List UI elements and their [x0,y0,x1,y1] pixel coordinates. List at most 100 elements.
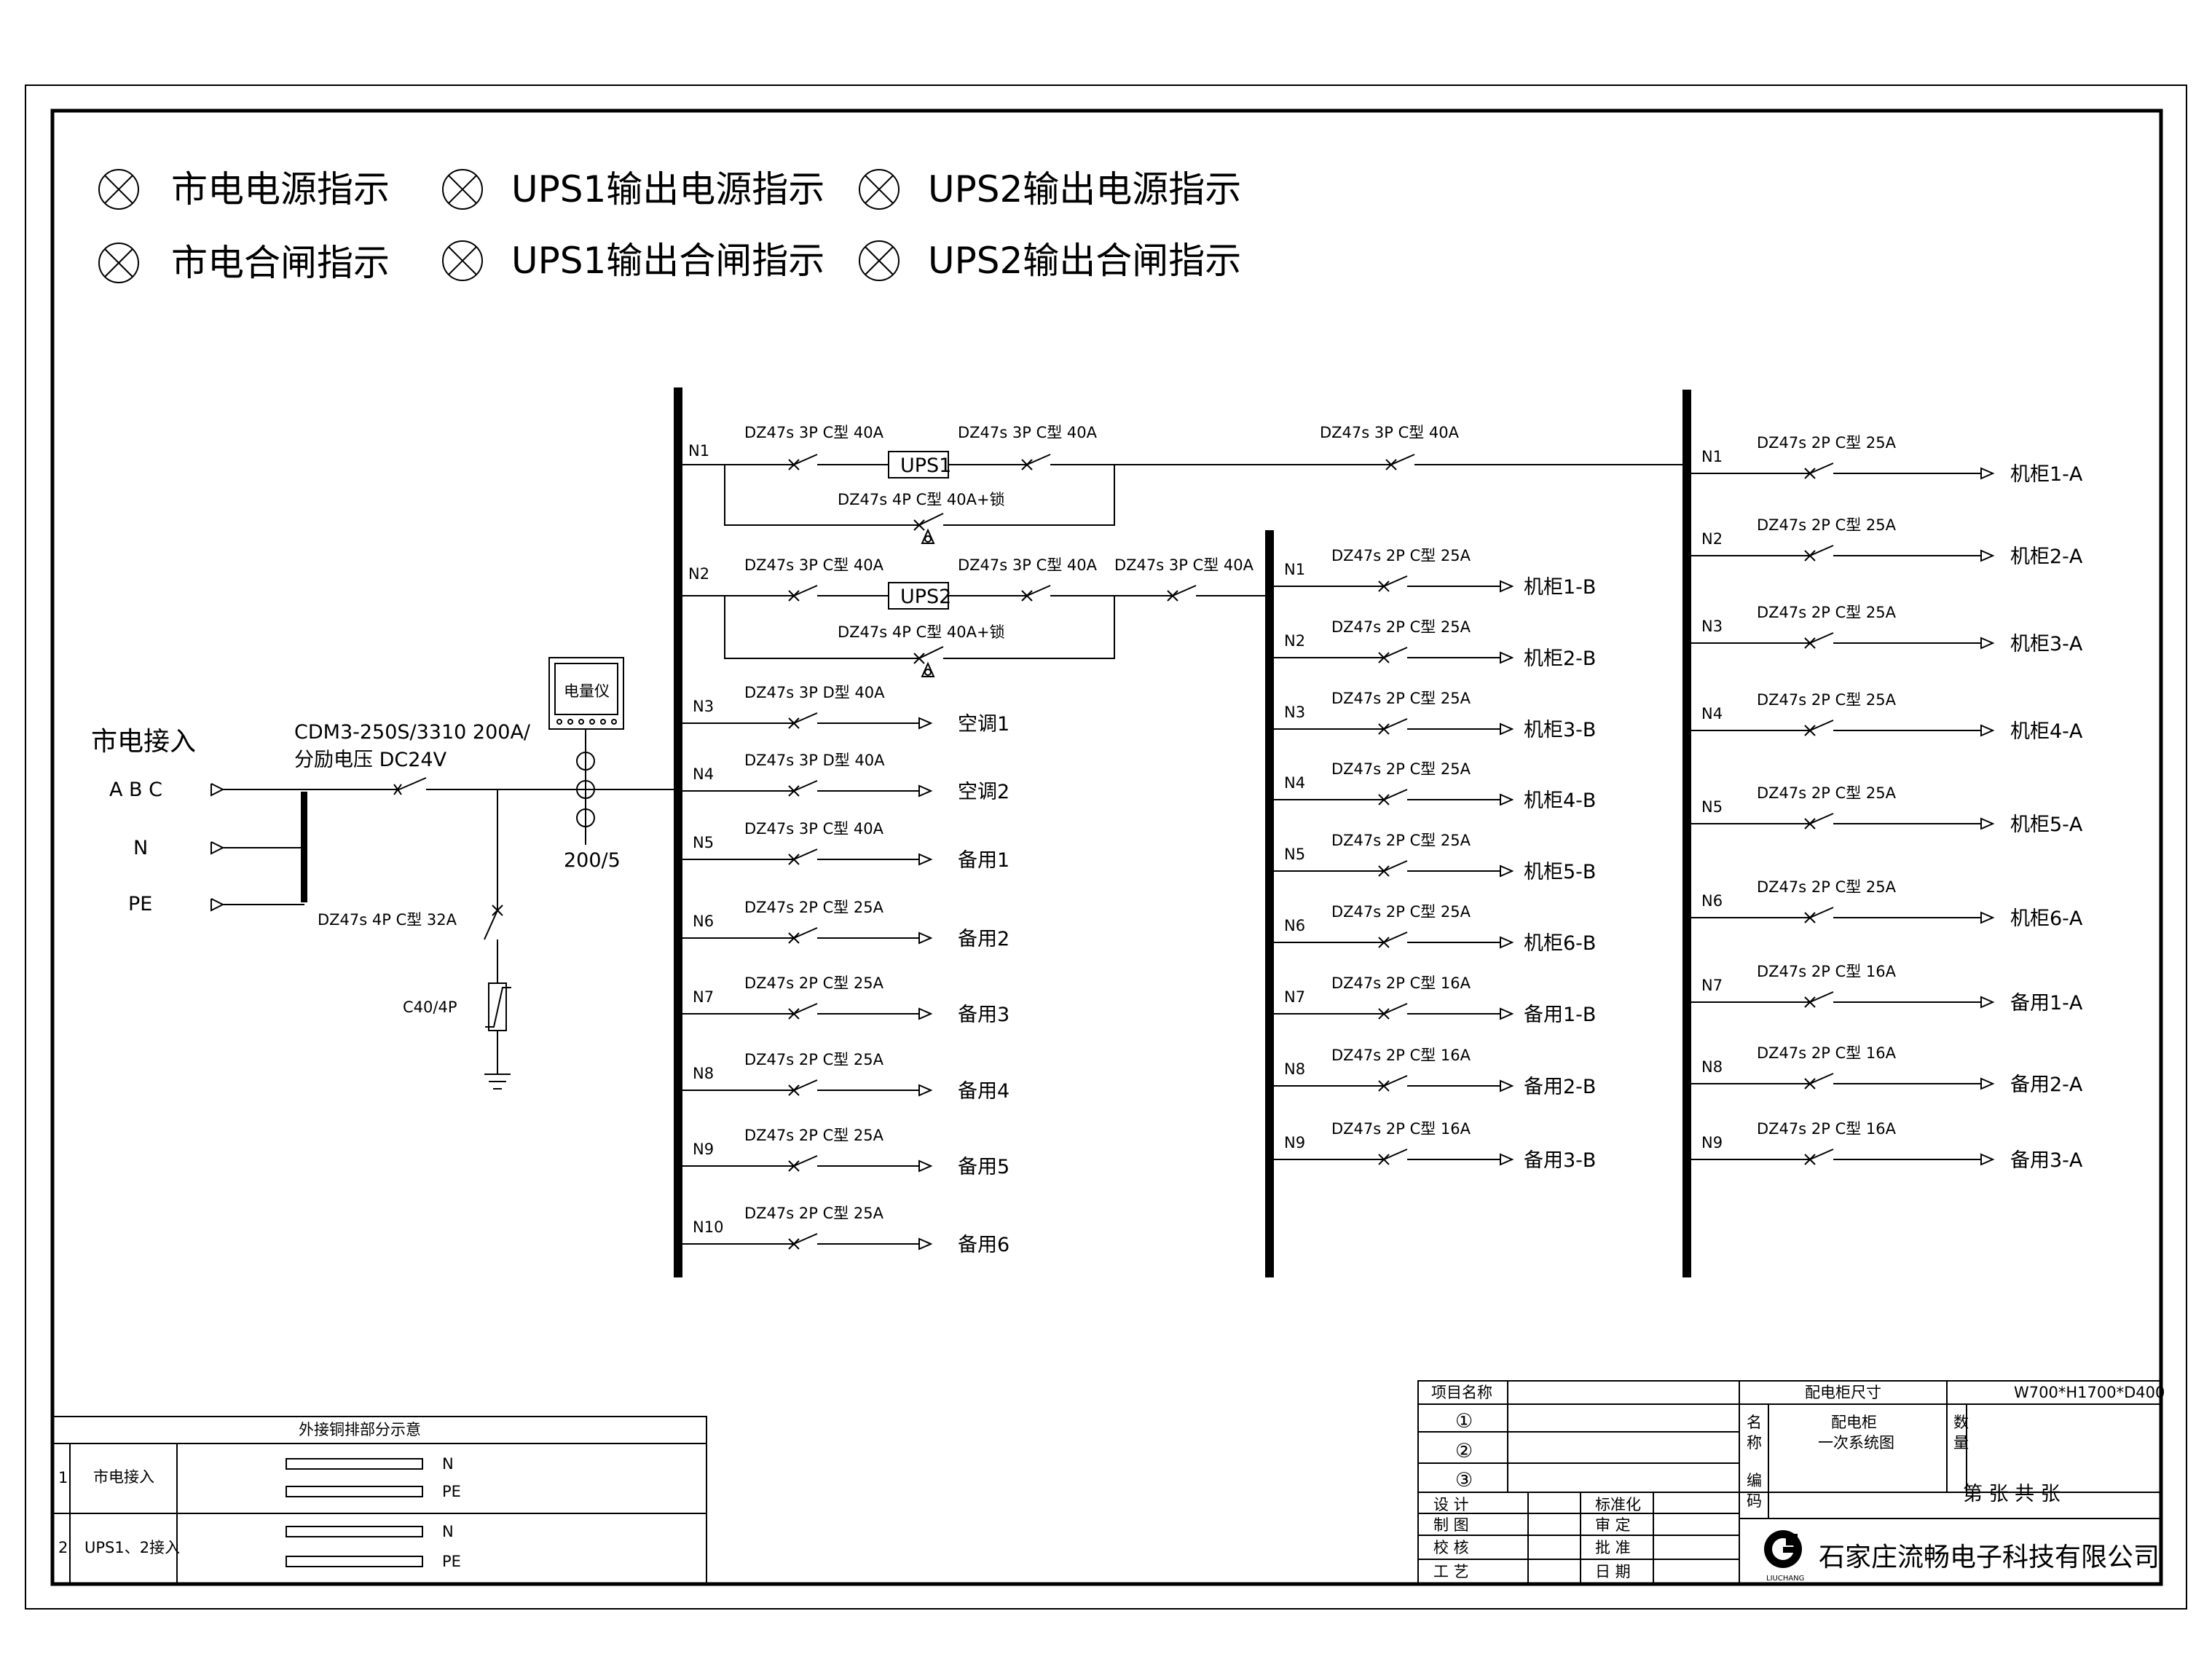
circuit-label: N8 [1701,1058,1723,1076]
row-index: 2 [58,1539,68,1556]
incoming-section: 市电接入 A B C N PE CDM3-250S/3310 200A/ 分励电… [91,657,677,1090]
circuit-label: N5 [693,834,714,851]
row-name: 市电接入 [93,1468,154,1486]
breaker-icon [788,1155,818,1172]
outlet-arrow-icon [1980,467,1995,480]
spd-label: C40/4P [403,998,457,1016]
copper-table-title: 外接铜排部分示意 [299,1421,421,1438]
role-label: 工 艺 [1433,1563,1469,1580]
indicator-lamp-icon [98,169,139,210]
breaker-label: DZ47s 2P C型 16A [1757,1120,1897,1138]
load-label: 备用1 [958,849,1009,872]
outlet-arrow-icon [1980,817,1995,830]
load-label: 备用6 [958,1234,1009,1256]
outlet-arrow-icon [918,784,933,797]
breaker-label: DZ47s 2P C型 25A [744,974,884,992]
breaker-icon [788,1003,818,1020]
circuit-label: N10 [693,1218,723,1236]
outlet-arrow-icon [1980,724,1995,737]
load-label: 备用4 [958,1080,1009,1103]
circle-number: ① [1455,1410,1473,1433]
breaker-label: DZ47s 2P C型 25A [744,1127,884,1144]
outlet-arrow-icon [918,1084,933,1097]
bar-label: PE [442,1483,461,1500]
load-label: 机柜4-A [2010,720,2083,743]
breaker-label: DZ47s 2P C型 25A [744,1051,884,1068]
circuit-label: N2 [688,565,709,583]
outlet-arrow-icon [918,1159,933,1173]
code-label: 码 [1747,1492,1762,1510]
breaker-label: DZ47s 2P C型 25A [1331,832,1471,849]
circuit-label: N4 [693,765,714,783]
breaker-icon [788,454,818,470]
ct-ratio-label: 200/5 [564,849,621,872]
bar-label: N [442,1523,454,1540]
breaker-icon [1021,454,1051,470]
spd-breaker-icon [484,905,503,940]
breaker-icon [1804,545,1834,562]
breaker-icon [1385,454,1415,470]
busbar-1 [674,387,682,1277]
circuit-label: N8 [1284,1060,1305,1078]
outlet-arrow-icon [1500,1007,1514,1020]
breaker-label: DZ47s 2P C型 16A [1331,1120,1471,1138]
circuit-label: N7 [1284,988,1305,1006]
indicator-label: 市电电源指示 [171,168,390,210]
breaker-icon [1804,907,1834,923]
breaker-label: DZ47s 2P C型 25A [1757,516,1897,534]
phase-label-abc: A B C [109,779,162,801]
circuit-label: N3 [693,698,714,715]
ground-icon [484,1074,511,1090]
copper-bar [286,1486,423,1497]
breaker-label: DZ47s 3P C型 40A [958,556,1098,574]
role-label: 制 图 [1433,1516,1469,1534]
indicator-lamp-icon [442,240,483,281]
breaker-icon [1378,1003,1408,1020]
load-label: 机柜2-A [2010,545,2083,568]
breaker-label: DZ47s 2P C型 25A [1331,690,1471,707]
load-label: 机柜1-B [1524,576,1596,599]
load-label: 机柜6-B [1524,932,1596,955]
role-label: 审 定 [1595,1516,1631,1534]
circuit-label: N6 [1701,892,1723,910]
breaker-label: DZ47s 3P C型 40A [1320,424,1460,441]
breaker-icon [788,1079,818,1096]
breaker-icon [1021,585,1051,602]
outlet-arrow-icon [1500,722,1514,736]
breaker-label: DZ47s 2P C型 16A [1757,963,1897,980]
load-label: 机柜6-A [2010,907,2083,930]
circuit-label: N5 [1284,846,1305,863]
breaker-label: DZ47s 2P C型 25A [1757,604,1897,621]
qty-label: 数 [1953,1414,1969,1431]
outlet-arrow-icon [1980,1153,1995,1166]
indicator-lamp-icon [859,240,900,281]
cabinet-size-label: 配电柜尺寸 [1805,1384,1881,1401]
busbar-3 [1682,390,1691,1277]
outlet-arrow-icon [918,1237,933,1250]
role-label: 标准化 [1595,1496,1641,1513]
breaker-label: DZ47s 2P C型 25A [1757,784,1897,802]
load-label: 备用1-B [1524,1004,1596,1026]
breaker-icon [1804,720,1834,736]
breaker-icon [788,780,818,797]
breaker-label: DZ47s 2P C型 25A [1757,691,1897,709]
breaker-label: DZ47s 2P C型 25A [1757,434,1897,452]
breaker-icon [1378,718,1408,735]
breaker-icon [1804,991,1834,1008]
outlet-arrow-icon [1500,580,1514,593]
breaker-icon [1378,575,1408,592]
load-label: 备用3-B [1524,1149,1596,1172]
load-label: 备用5 [958,1156,1009,1178]
